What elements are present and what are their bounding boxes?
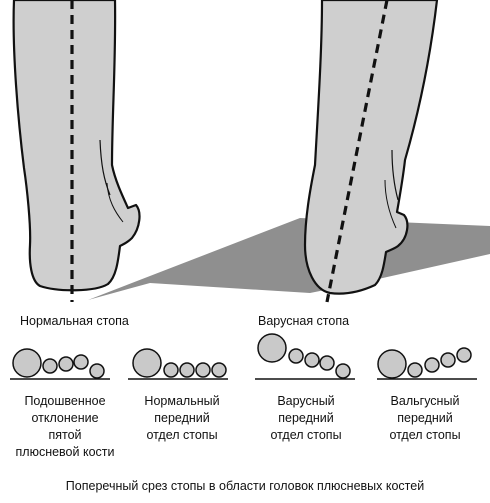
cross-section-normal [128,348,228,380]
metatarsal-head [377,349,407,379]
metatarsal-head [319,355,335,371]
metatarsal-head [257,333,287,363]
caption-line: отдел стопы [389,428,461,442]
normal-foot-leg [12,0,141,292]
metatarsal-head [89,363,105,379]
caption-valgus: Вальгусный передний отдел стопы [367,393,483,444]
varus-foot-leg [303,0,439,295]
normal-foot-tendon [99,139,111,196]
metatarsal-head [288,348,304,364]
metatarsal-head [195,362,211,378]
metatarsal-head [424,357,440,373]
caption-line: Варусный [277,394,335,408]
caption-line: пятой [48,428,82,442]
varus-foot [303,0,439,303]
metatarsal-head [304,352,320,368]
metatarsal-head [58,356,74,372]
caption-line: Вальгусный [390,394,460,408]
bottom-caption: Поперечный срез стопы в области головок … [65,479,425,493]
caption-line: отклонение [31,411,99,425]
caption-varus: Варусный передний отдел стопы [248,393,364,444]
varus-foot-axis [325,0,389,303]
cross-section-valgus [377,347,477,380]
metatarsal-head [12,348,42,378]
metatarsal-head [440,352,456,368]
caption-line: отдел стопы [146,428,218,442]
ground-shadow [88,218,490,300]
metatarsal-head [407,362,423,378]
normal-foot [12,0,141,302]
metatarsal-head [335,363,351,379]
normal-foot-label: Нормальная стопа [20,314,129,328]
metatarsal-head [73,354,89,370]
caption-line: плюсневой кости [15,445,115,459]
metatarsal-head [456,347,472,363]
caption-plantar-flexed: Подошвенное отклонение пятой плюсневой к… [7,393,123,461]
normal-foot-ankle-line [106,182,124,223]
metatarsal-head [42,358,58,374]
metatarsal-head [163,362,179,378]
caption-line: отдел стопы [270,428,342,442]
varus-foot-tendon [391,149,399,201]
caption-line: передний [154,411,210,425]
metatarsal-head [132,348,162,378]
metatarsal-head [179,362,195,378]
caption-normal: Нормальный передний отдел стопы [124,393,240,444]
varus-foot-label: Варусная стопа [258,314,350,328]
cross-section-varus [255,333,355,380]
caption-line: передний [397,411,453,425]
varus-foot-ankle-line [384,179,397,229]
caption-line: Подошвенное [24,394,106,408]
caption-line: Нормальный [144,394,220,408]
caption-line: передний [278,411,334,425]
metatarsal-head [211,362,227,378]
cross-section-plantar-flexed [10,348,110,380]
